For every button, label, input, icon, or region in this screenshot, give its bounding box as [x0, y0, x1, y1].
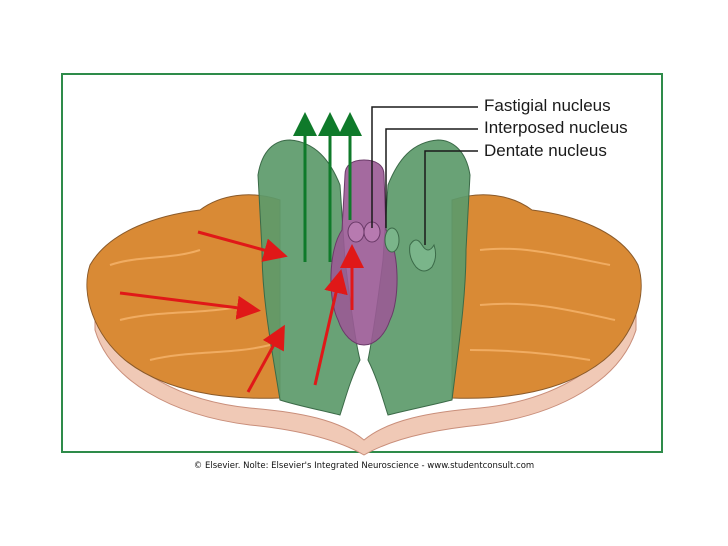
- input-arrow: [119, 291, 261, 320]
- copyright-credit: © Elsevier. Nolte: Elsevier's Integrated…: [193, 461, 535, 471]
- input-arrow: [246, 324, 285, 393]
- fastigial-nucleus-left: [347, 221, 365, 243]
- fastigial-nucleus-label: Fastigial nucleus: [484, 96, 611, 115]
- input-arrow: [197, 230, 288, 262]
- right-intermediate-zone: [367, 139, 471, 416]
- left-lateral-hemisphere: [86, 194, 281, 399]
- input-arrow: [313, 269, 348, 386]
- dentate-nucleus-label: Dentate nucleus: [484, 141, 607, 160]
- vermis: [330, 159, 398, 346]
- right-lateral-hemisphere: [451, 194, 642, 399]
- label-leader-lines: [371, 106, 478, 245]
- cerebellum-underside: [94, 304, 637, 456]
- interposed-nucleus-label: Interposed nucleus: [484, 118, 628, 137]
- dentate-nucleus: [409, 239, 437, 272]
- interposed-nucleus: [384, 227, 400, 253]
